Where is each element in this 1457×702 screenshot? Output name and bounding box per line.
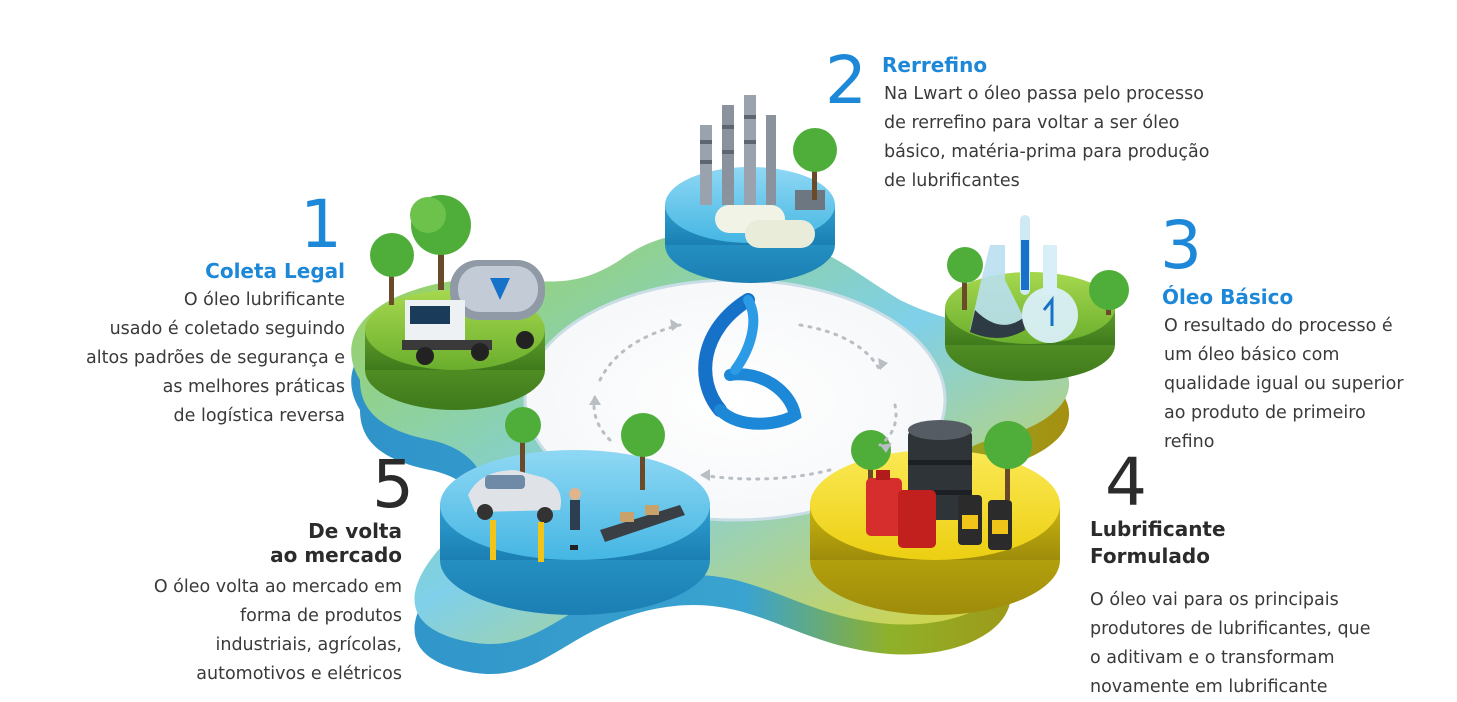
car-lift-icon — [468, 470, 561, 562]
platform-2-rerrefino — [665, 95, 837, 283]
oil-bottle-icon — [958, 495, 1012, 550]
step-3-line: um óleo básico com — [1164, 345, 1340, 365]
step-3-description: O resultado do processo é um óleo básico… — [1164, 312, 1454, 457]
step-1-line: de logística reversa — [173, 406, 345, 426]
step-3-line: qualidade igual ou superior — [1164, 374, 1404, 394]
step-3-line: ao produto de primeiro — [1164, 403, 1366, 423]
step-5-line: O óleo volta ao mercado em — [153, 577, 402, 597]
step-4-number: 4 — [1105, 444, 1147, 521]
step-2-line: de lubrificantes — [884, 171, 1020, 191]
step-1-number: 1 — [300, 186, 342, 263]
refinery-icon — [700, 95, 825, 248]
step-5-line: forma de produtos — [239, 606, 402, 626]
step-3-title: Óleo Básico — [1162, 285, 1294, 309]
tree-icon — [410, 195, 471, 290]
step-5-line: automotivos e elétricos — [196, 664, 402, 684]
step-5-line: industriais, agrícolas, — [215, 635, 402, 655]
step-5-title-line: De volta — [308, 519, 402, 543]
tree-icon — [1089, 270, 1129, 315]
step-4-line: o aditivam e o transformam — [1090, 648, 1335, 668]
step-2-line: básico, matéria-prima para produção — [884, 142, 1210, 162]
step-1-description: O óleo lubrificante usado é coletado seg… — [15, 286, 345, 431]
tree-icon — [370, 233, 414, 305]
step-5-description: O óleo volta ao mercado em forma de prod… — [72, 573, 402, 689]
step-3-number: 3 — [1160, 207, 1202, 284]
step-1-line: O óleo lubrificante — [183, 290, 345, 310]
step-1-title: Coleta Legal — [205, 259, 345, 283]
tree-icon — [793, 128, 837, 200]
tree-icon — [621, 413, 665, 490]
step-5-title: De volta ao mercado — [142, 519, 402, 567]
step-4-line: novamente em lubrificante — [1090, 677, 1328, 697]
step-3-line: refino — [1164, 432, 1215, 452]
step-2-line: de rerrefino para voltar a ser óleo — [884, 113, 1180, 133]
tree-icon — [947, 247, 983, 310]
jerrycan-icon — [866, 470, 936, 548]
step-1-line: usado é coletado seguindo — [109, 319, 345, 339]
conveyor-icon — [600, 505, 685, 542]
step-4-line: produtores de lubrificantes, que — [1090, 619, 1371, 639]
platform-1-coleta — [365, 195, 545, 410]
platform-4-lubrificante — [810, 420, 1060, 615]
tree-icon — [851, 430, 891, 495]
step-2-description: Na Lwart o óleo passa pelo processo de r… — [884, 80, 1324, 196]
worker-icon — [569, 488, 581, 550]
tree-icon — [505, 407, 541, 475]
flask-icon — [970, 215, 1078, 343]
cycle-arrowheads — [589, 319, 892, 481]
step-1-line: as melhores práticas — [162, 377, 345, 397]
step-5-number: 5 — [372, 446, 414, 523]
step-5-title-line: ao mercado — [270, 543, 402, 567]
step-1-line: altos padrões de segurança e — [86, 348, 345, 368]
platform-3-oleo-basico — [945, 215, 1129, 381]
step-4-description: O óleo vai para os principais produtores… — [1090, 586, 1450, 702]
platform-5-mercado — [440, 407, 710, 615]
step-2-title: Rerrefino — [882, 53, 988, 77]
step-4-title-line: Lubrificante — [1090, 517, 1226, 541]
step-4-line: O óleo vai para os principais — [1090, 590, 1339, 610]
tree-icon — [984, 421, 1032, 500]
step-4-title: Lubrificante Formulado — [1090, 516, 1226, 570]
step-3-line: O resultado do processo é — [1164, 316, 1393, 336]
step-4-title-line: Formulado — [1090, 544, 1210, 568]
step-2-number: 2 — [825, 42, 867, 119]
lwart-logo-icon — [698, 293, 802, 430]
tanker-truck-icon — [402, 260, 545, 365]
step-2-line: Na Lwart o óleo passa pelo processo — [884, 84, 1204, 104]
